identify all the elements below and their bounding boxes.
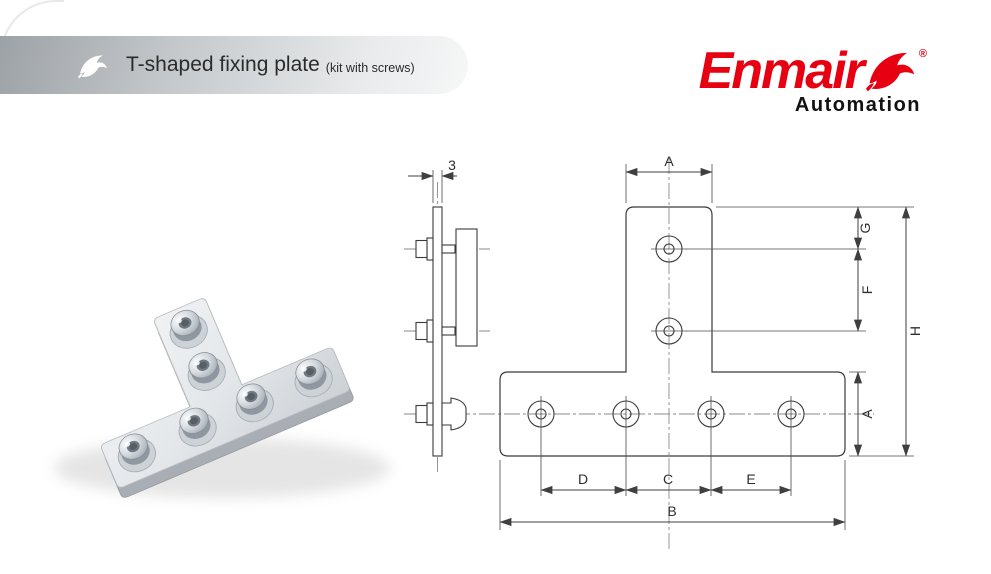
dim-label-g: G bbox=[857, 223, 873, 234]
header-banner: T-shaped fixing plate (kit with screws) bbox=[0, 36, 468, 94]
product-photo bbox=[54, 298, 390, 498]
screw bbox=[235, 383, 274, 423]
page-subtitle: (kit with screws) bbox=[325, 61, 415, 75]
arm-holes bbox=[651, 235, 687, 345]
washer bbox=[426, 237, 434, 261]
screw-shaft bbox=[441, 244, 456, 254]
extension-lines bbox=[499, 164, 914, 530]
dim-label-c: C bbox=[663, 471, 673, 487]
page-title: T-shaped fixing plate bbox=[126, 53, 320, 76]
dim-label-h: H bbox=[907, 326, 923, 336]
screw bbox=[187, 352, 226, 391]
screw-shaft bbox=[441, 326, 456, 336]
dolphin-icon bbox=[865, 52, 915, 92]
dimension-lines bbox=[499, 167, 911, 527]
dim-label-a-bar: A bbox=[859, 409, 875, 419]
screw bbox=[117, 433, 156, 473]
screw-head bbox=[415, 321, 428, 341]
dim-label-d: D bbox=[578, 471, 588, 487]
dim-label-e: E bbox=[746, 471, 755, 487]
screw-head bbox=[415, 239, 428, 259]
brand-name: Enmair bbox=[698, 42, 865, 100]
screw bbox=[294, 358, 333, 398]
washer bbox=[426, 319, 434, 343]
dim-label-a-top: A bbox=[664, 153, 674, 169]
t-nut bbox=[441, 397, 467, 431]
plate-edge bbox=[432, 206, 443, 457]
dim-label-thickness: 3 bbox=[448, 157, 456, 173]
screw-head bbox=[415, 404, 428, 424]
dim-label-f: F bbox=[859, 286, 875, 295]
plate-top-face bbox=[100, 298, 350, 488]
technical-drawing: 3 bbox=[404, 153, 923, 550]
dim-label-b: B bbox=[667, 503, 676, 519]
front-view-outline bbox=[499, 206, 846, 457]
bar-holes bbox=[527, 396, 805, 432]
dolphin-icon bbox=[76, 50, 110, 80]
registered-mark: ® bbox=[918, 48, 927, 60]
screw bbox=[178, 407, 217, 447]
screw bbox=[169, 309, 208, 349]
arm-edge bbox=[455, 228, 478, 347]
side-view: 3 bbox=[408, 157, 478, 457]
brand-tagline: Automation bbox=[794, 93, 921, 116]
screws bbox=[117, 309, 333, 473]
washer bbox=[426, 402, 434, 426]
brand-logo: Enmair ® Automation bbox=[698, 42, 927, 117]
